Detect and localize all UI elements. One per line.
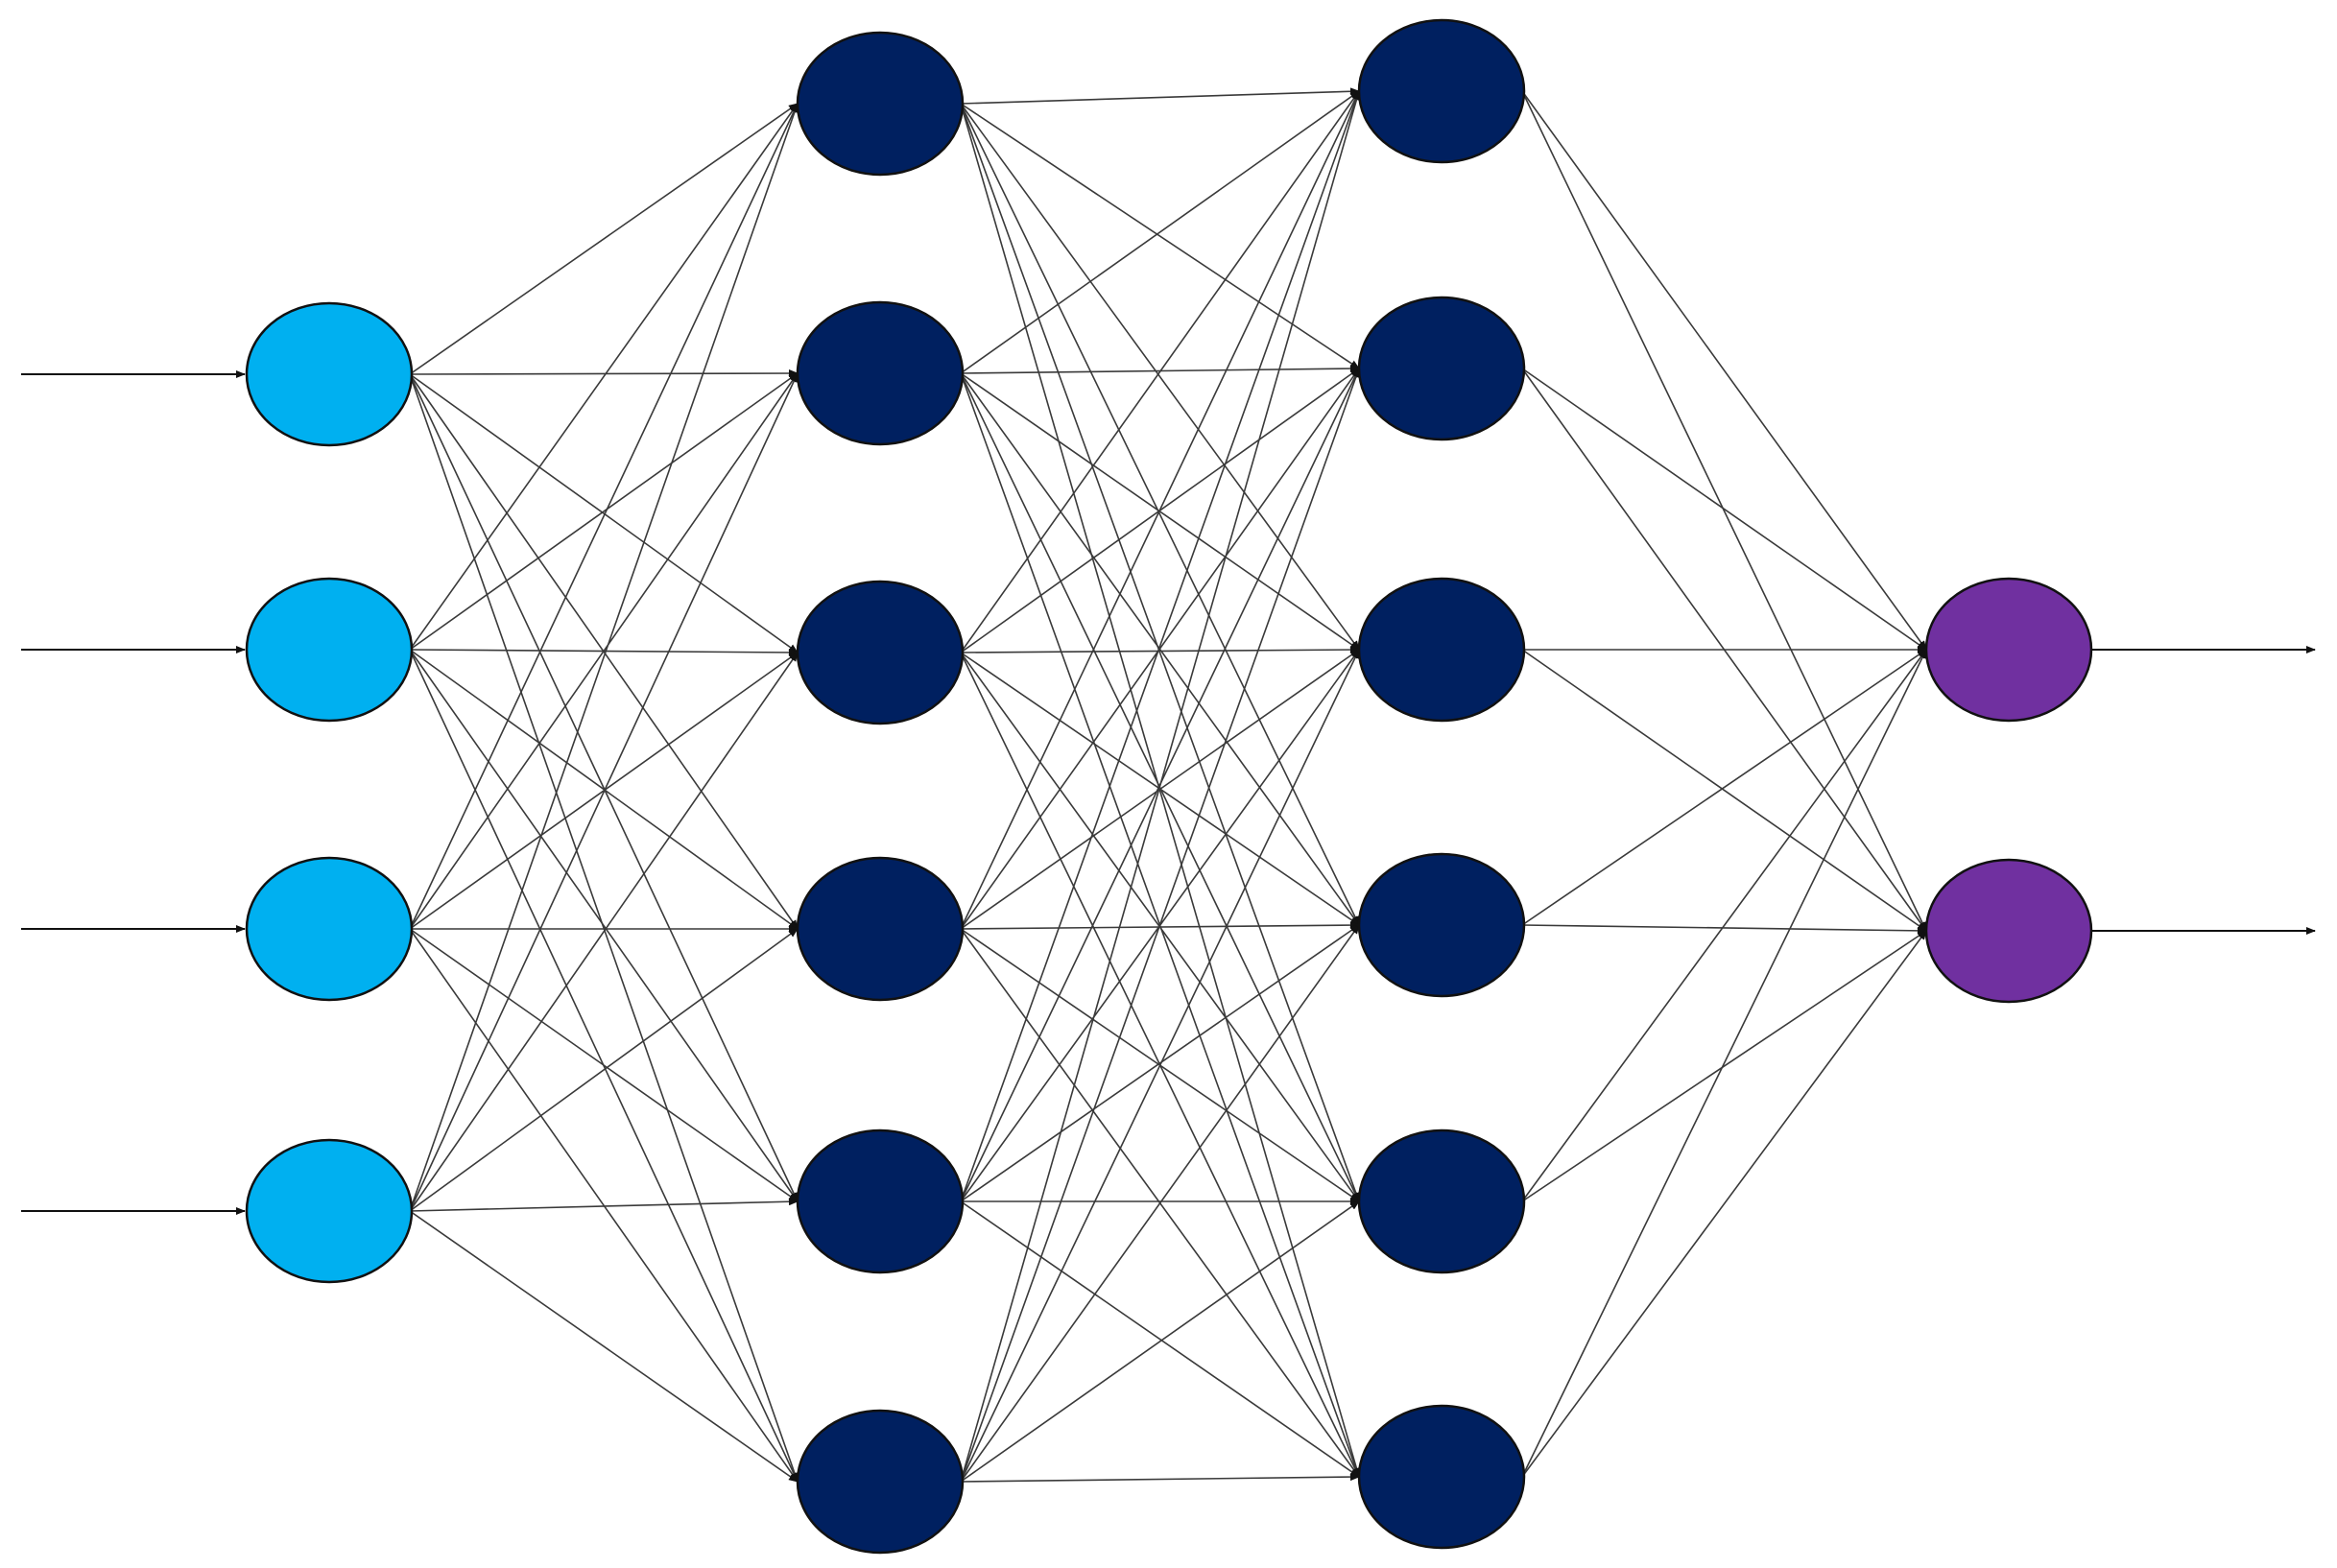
connection-edge-l1-4-to-0 [960,90,1360,1202]
connection-edge-l1-3-to-2 [960,649,1360,930]
hidden-1-neuron-3 [796,856,965,1002]
connection-edge-l0-3-to-2 [409,652,799,1212]
output-neuron-0 [1924,577,2093,723]
input-neuron-0 [245,301,414,447]
connection-edge-l2-2-to-1 [1521,649,1927,932]
connections-group [409,87,1927,1483]
connection-edge-l0-1-to-4 [409,649,799,1202]
connection-edge-l0-1-to-0 [409,103,799,651]
connection-edge-l0-3-to-1 [409,372,799,1212]
connection-edge-l0-3-to-3 [409,928,799,1212]
hidden-1-neuron-5 [796,1409,965,1555]
hidden-1-neuron-4 [796,1128,965,1274]
connection-edge-l1-5-to-2 [960,649,1360,1483]
connection-edge-l1-2-to-0 [960,90,1360,653]
connection-edge-l2-1-to-0 [1521,368,1927,651]
connection-edge-l0-2-to-1 [409,372,799,930]
connection-edge-l0-3-to-0 [409,103,799,1212]
connection-edge-l0-2-to-5 [409,928,799,1483]
connection-edge-l2-4-to-0 [1521,649,1927,1202]
hidden-2-neuron-1 [1357,296,1526,441]
connection-edge-l0-1-to-1 [409,372,799,651]
connection-edge-l1-0-to-0 [960,87,1360,105]
connection-edge-l0-0-to-5 [409,373,799,1483]
neurons-group [245,18,2093,1555]
hidden-2-neuron-0 [1357,18,1526,164]
connection-edge-l2-0-to-1 [1521,90,1927,932]
connection-edge-l2-5-to-1 [1521,930,1927,1478]
connection-edge-l2-3-to-1 [1521,924,1927,935]
connection-edge-l1-5-to-5 [960,1473,1360,1483]
hidden-1-neuron-0 [796,31,965,177]
connection-edge-l0-3-to-4 [409,1198,799,1212]
connection-edge-l1-0-to-1 [960,103,1360,369]
input-neuron-2 [245,856,414,1002]
connection-edge-l1-0-to-2 [960,103,1360,651]
connection-edge-l2-4-to-1 [1521,930,1927,1202]
connection-edge-l1-4-to-3 [960,924,1360,1202]
connection-edge-l2-5-to-0 [1521,649,1927,1478]
connection-edge-l0-0-to-1 [409,369,799,378]
output-neuron-1 [1924,858,2093,1004]
connection-edge-l1-1-to-0 [960,90,1360,374]
hidden-2-neuron-3 [1357,852,1526,998]
connection-edge-l1-2-to-2 [960,646,1360,654]
connection-edge-l1-3-to-1 [960,368,1360,930]
connection-edge-l0-1-to-3 [409,649,799,930]
hidden-1-neuron-2 [796,580,965,725]
input-neuron-1 [245,577,414,723]
hidden-2-neuron-4 [1357,1128,1526,1274]
connection-edge-l0-0-to-2 [409,373,799,653]
input-neuron-3 [245,1138,414,1284]
hidden-1-neuron-1 [796,300,965,446]
connection-edge-l0-3-to-5 [409,1210,799,1483]
connection-edge-l2-3-to-0 [1521,649,1927,926]
hidden-2-neuron-5 [1357,1404,1526,1550]
connection-edge-l1-5-to-1 [960,368,1360,1483]
connection-edge-l0-2-to-0 [409,103,799,930]
hidden-2-neuron-2 [1357,577,1526,723]
connection-edge-l0-2-to-4 [409,928,799,1202]
connection-edge-l2-0-to-0 [1521,90,1927,651]
connection-edge-l1-5-to-4 [960,1200,1360,1483]
connection-edge-l0-0-to-4 [409,373,799,1202]
connection-edge-l1-3-to-0 [960,90,1360,930]
connection-edge-l1-5-to-3 [960,924,1360,1483]
connection-edge-l0-0-to-0 [409,103,799,375]
io-arrows-group [21,370,2316,1215]
connection-edge-l1-5-to-0 [960,90,1361,1483]
